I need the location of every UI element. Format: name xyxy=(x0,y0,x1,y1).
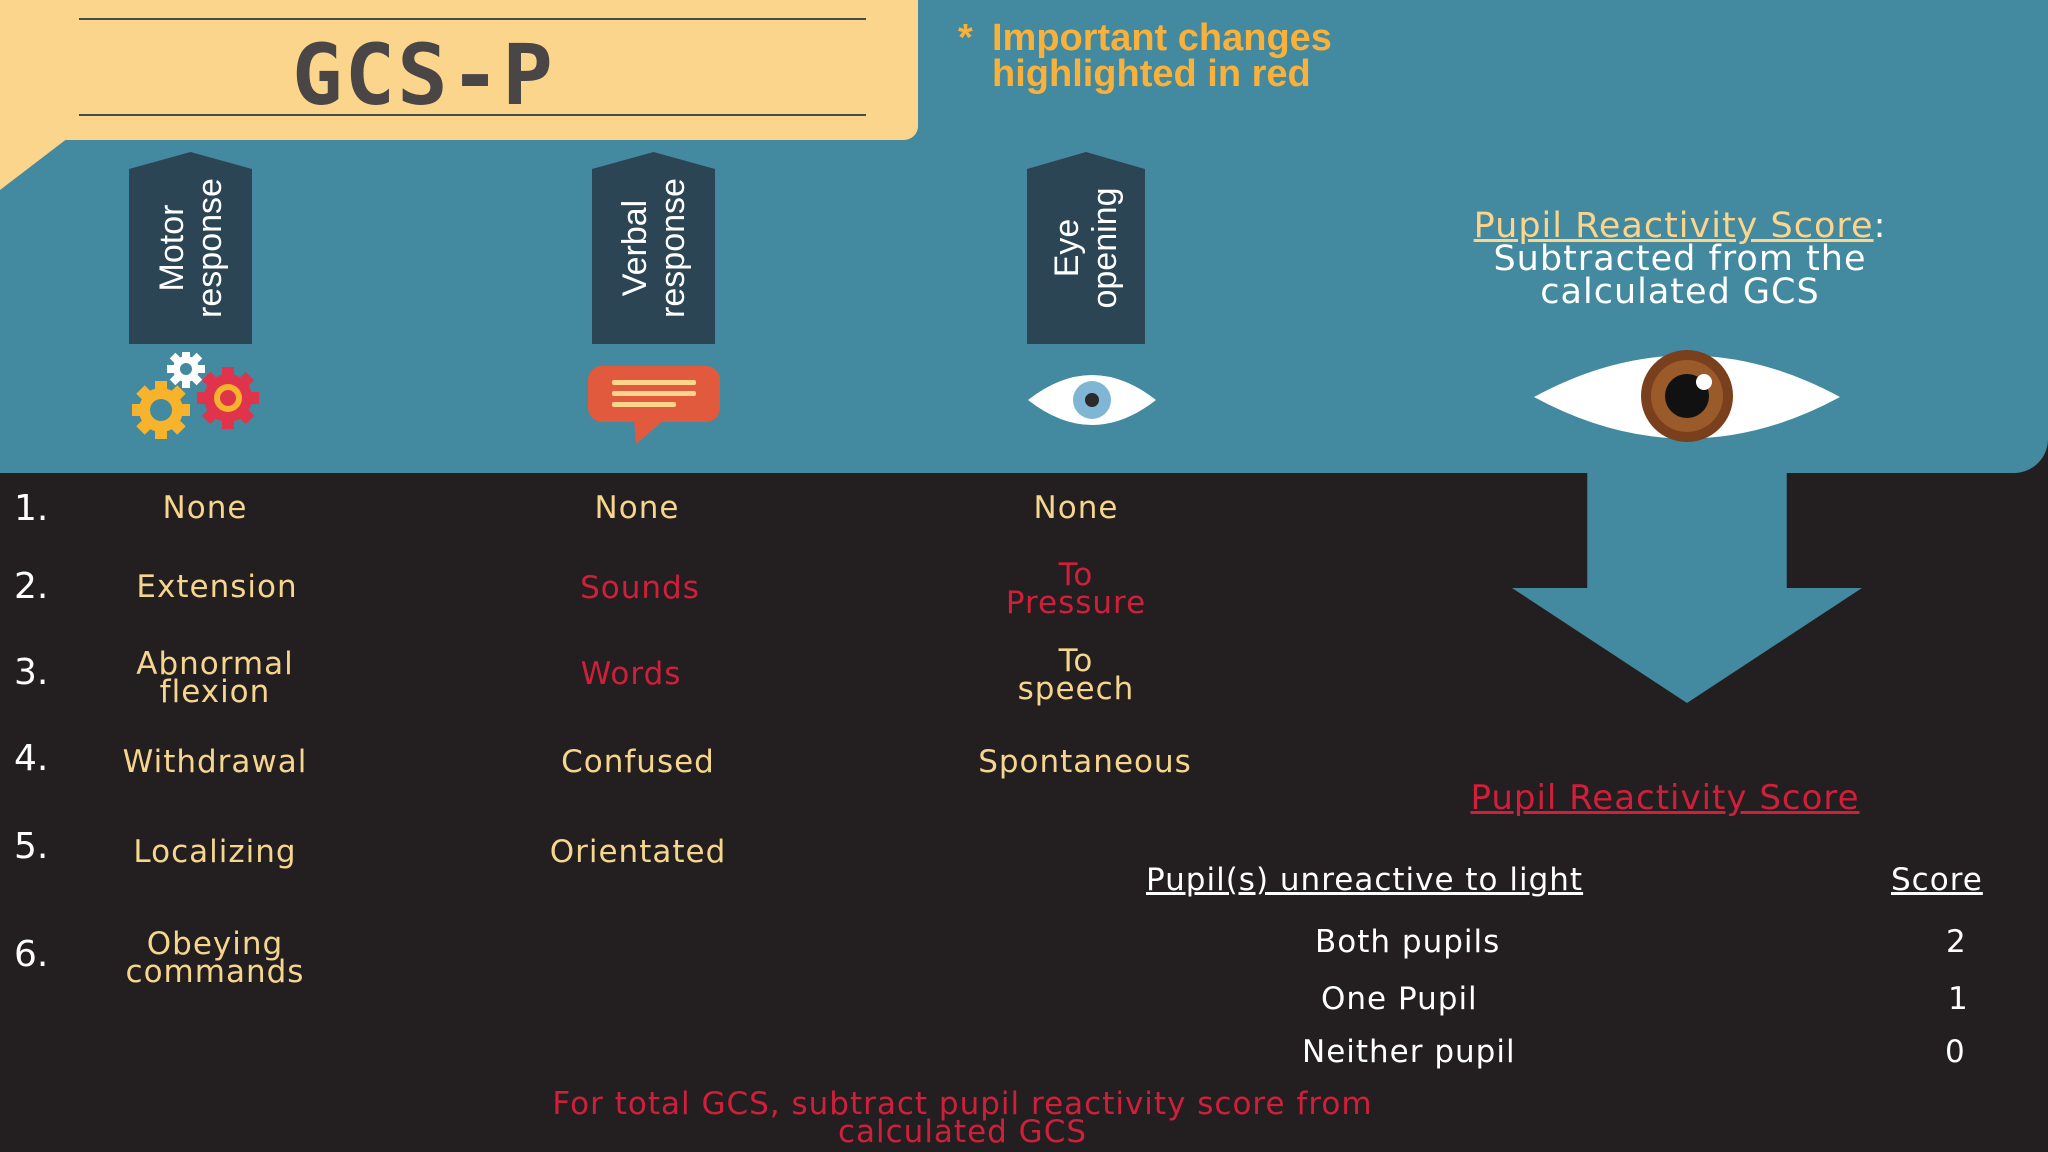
cell-text: speech xyxy=(1017,671,1135,707)
tab-motor-response: Motor response xyxy=(129,152,252,344)
verbal-cell: None xyxy=(487,490,787,526)
cell-text: Spontaneous xyxy=(978,744,1192,780)
verbal-cell: Confused xyxy=(488,744,788,780)
motor-cell: Abnormal flexion xyxy=(65,646,365,710)
tab-label-line-2: response xyxy=(190,178,229,318)
footer-line-2: calculated GCS xyxy=(837,1114,1088,1150)
pupil-heading-line-2: Subtracted from the xyxy=(1493,239,1867,279)
footer-line-1: For total GCS, subtract pupil reactivity… xyxy=(552,1086,1373,1122)
tab-verbal-response: Verbal response xyxy=(592,152,715,344)
pupil-heading-line-3: calculated GCS xyxy=(1540,272,1820,312)
row-number: 3. xyxy=(14,652,49,693)
pupil-table-col-label: Pupil(s) unreactive to light xyxy=(1146,862,1584,898)
pupil-score-link[interactable]: Pupil Reactivity Score xyxy=(1473,206,1874,246)
row-number: 4. xyxy=(14,738,49,779)
tab-label-line-2: response xyxy=(653,178,692,318)
verbal-cell: Orientated xyxy=(488,834,788,870)
pupil-row-score: 0 xyxy=(1945,1034,1966,1070)
cell-text: Abnormal xyxy=(136,646,294,682)
row-number: 6. xyxy=(14,934,49,975)
tab-label-line-2: opening xyxy=(1086,187,1124,309)
eye-cell-highlighted: To Pressure xyxy=(926,557,1226,621)
tab-label-line-1: Motor xyxy=(152,204,191,292)
row-number: 5. xyxy=(14,826,49,867)
gears-icon xyxy=(132,352,259,439)
cell-text: Sounds xyxy=(580,570,700,606)
motor-cell: None xyxy=(55,490,355,526)
motor-cell: Localizing xyxy=(65,834,365,870)
cell-text: To xyxy=(1058,643,1094,679)
pupil-row-label: One Pupil xyxy=(1321,981,1478,1017)
verbal-cell-highlighted: Sounds xyxy=(490,570,790,606)
cell-text: Words xyxy=(580,656,682,692)
verbal-cell-highlighted: Words xyxy=(481,656,781,692)
cell-text: None xyxy=(1033,490,1119,526)
footer-note: For total GCS, subtract pupil reactivity… xyxy=(450,1086,1475,1150)
motor-cell: Withdrawal xyxy=(65,744,365,780)
motor-cell: Extension xyxy=(67,569,367,605)
eye-cell: To speech xyxy=(926,643,1226,707)
page-title: GCS-P xyxy=(292,26,555,124)
motor-cell: Obeying commands xyxy=(65,926,365,990)
cell-text: Orientated xyxy=(549,834,727,870)
note-star: * xyxy=(958,17,973,59)
cell-text: None xyxy=(162,490,248,526)
pupil-row-score: 1 xyxy=(1948,981,1969,1017)
cell-text: Obeying xyxy=(146,926,284,962)
tab-label-line-1: Eye xyxy=(1048,218,1086,278)
title-card-tail xyxy=(0,138,68,190)
cell-text: Localizing xyxy=(133,834,297,870)
pupil-row-label: Neither pupil xyxy=(1302,1034,1516,1070)
cell-text: Confused xyxy=(561,744,715,780)
note-line-2: highlighted in red xyxy=(992,53,1311,95)
cell-text: Pressure xyxy=(1005,585,1147,621)
pupil-table-title: Pupil Reactivity Score xyxy=(1470,778,1860,818)
cell-text: Extension xyxy=(136,569,298,605)
title-rule-bottom xyxy=(79,114,866,116)
note-line-1: Important changes xyxy=(992,17,1332,59)
speech-bubble-icon xyxy=(588,366,720,444)
pupil-score-heading: Pupil Reactivity Score: Subtracted from … xyxy=(1420,209,1940,312)
eye-cell: Spontaneous xyxy=(935,744,1235,780)
tab-label-line-1: Verbal xyxy=(615,199,654,297)
pupil-row-label: Both pupils xyxy=(1315,924,1501,960)
eye-cell: None xyxy=(926,490,1226,526)
eye-icon xyxy=(1028,375,1156,425)
pupil-table-col-score: Score xyxy=(1891,862,1983,898)
cell-text: flexion xyxy=(159,674,271,710)
row-number: 2. xyxy=(14,566,49,607)
cell-text: commands xyxy=(125,954,305,990)
pupil-row-score: 2 xyxy=(1946,924,1967,960)
tab-eye-opening: Eye opening xyxy=(1027,152,1145,344)
cell-text: To xyxy=(1058,557,1094,593)
row-number: 1. xyxy=(14,488,49,529)
cell-text: Withdrawal xyxy=(122,744,308,780)
title-card xyxy=(0,0,918,140)
down-arrow-icon xyxy=(1512,473,1862,703)
cell-text: None xyxy=(594,490,680,526)
title-rule-top xyxy=(79,18,866,20)
highlight-note: * Important changes highlighted in red xyxy=(958,17,1518,95)
pupil-heading-colon: : xyxy=(1873,206,1887,246)
large-eye-icon xyxy=(1534,350,1840,442)
